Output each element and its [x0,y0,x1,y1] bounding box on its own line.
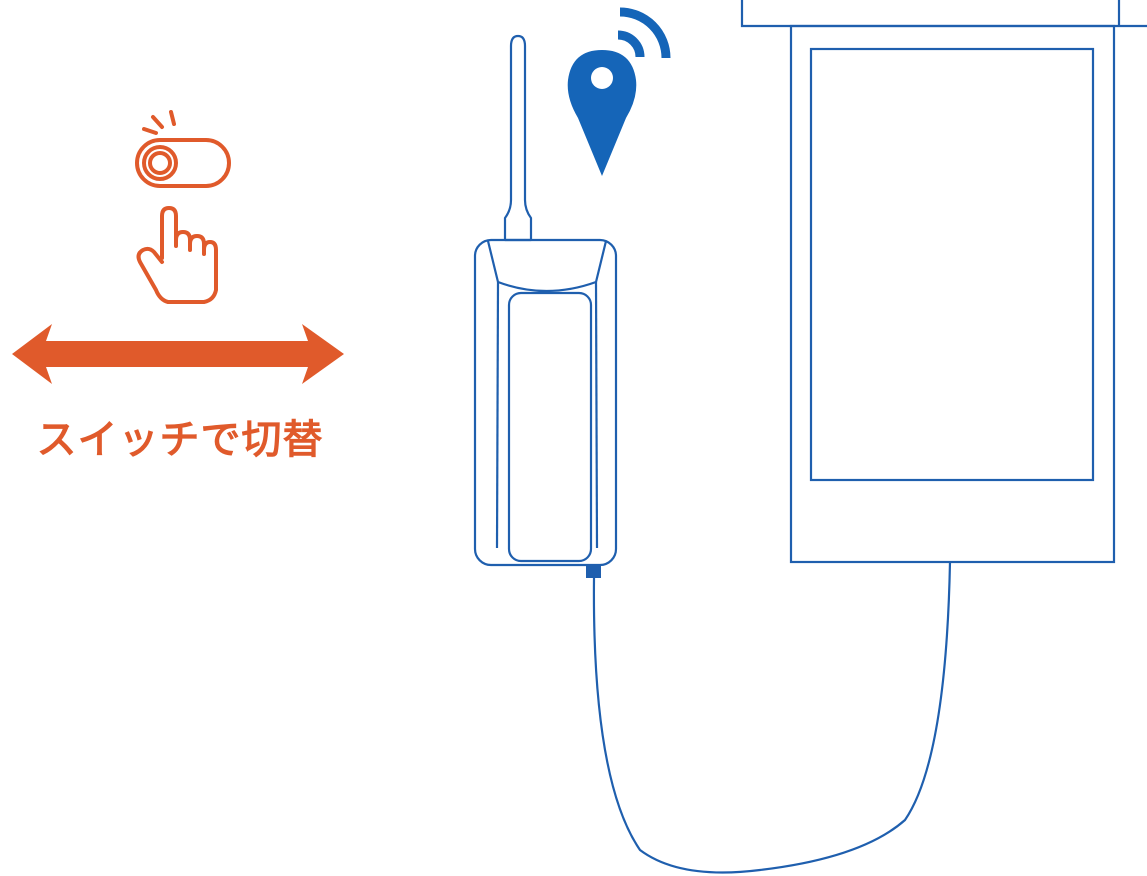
tablet-display [740,0,1147,564]
toggle-switch-icon [135,110,231,188]
switch-caption: スイッチで切替 [36,417,324,463]
antenna [503,34,533,242]
pointing-hand-icon [136,206,218,304]
double-arrow-icon [12,324,344,384]
connector-cable [586,561,952,874]
tracker-device [473,238,618,567]
location-pin-signal-icon [567,7,671,176]
